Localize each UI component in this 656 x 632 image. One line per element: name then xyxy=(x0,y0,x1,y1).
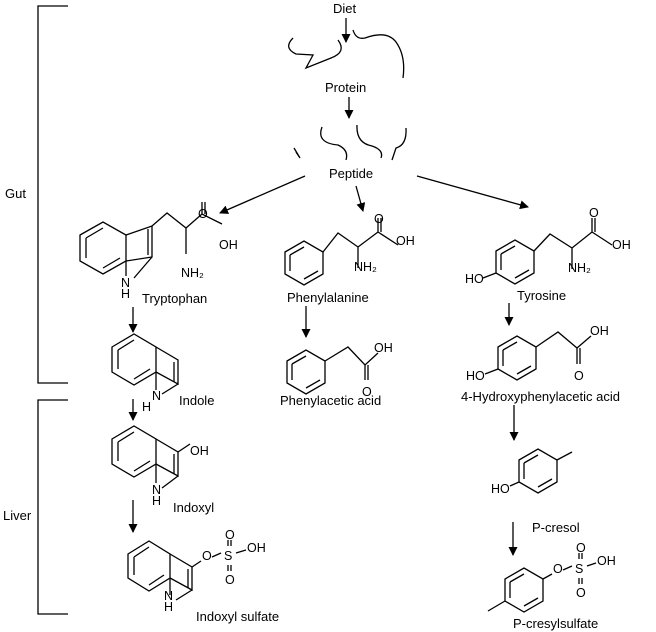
tryptophan-oh: OH xyxy=(219,238,238,252)
liver-bracket: Liver xyxy=(3,399,68,615)
tyrosine-ho: HO xyxy=(465,272,484,286)
indoxyl-sulfate-structure: O S O O OH N H xyxy=(127,528,266,614)
indoxyl-sulfate-n: N xyxy=(164,589,173,603)
tryptophan-structure: O OH NH₂ N H xyxy=(79,202,238,301)
tryptophan-label: Tryptophan xyxy=(142,291,207,306)
indoxyl-oh: OH xyxy=(190,444,209,458)
phenylacetic-oh: OH xyxy=(374,341,393,355)
tyrosine-nh2: NH₂ xyxy=(568,261,591,275)
p-cresylsulfate-o3: O xyxy=(576,586,586,600)
phenylacetic-acid-label: Phenylacetic acid xyxy=(280,393,381,408)
indole-n: N xyxy=(152,389,161,403)
p-cresylsulfate-structure: O S O O OH xyxy=(487,541,616,613)
peptide-to-tyrosine-arrow xyxy=(416,175,529,210)
indole-structure: N H xyxy=(111,333,179,414)
protein-label: Protein xyxy=(325,80,366,95)
phenylacetic-acid-structure: OH O xyxy=(286,341,393,399)
tyrosine-structure: HO O OH NH₂ xyxy=(465,206,631,286)
hydroxyphenylacetic-acid-structure: HO OH O xyxy=(466,324,609,383)
p-cresylsulfate-label: P-cresylsulfate xyxy=(513,616,598,631)
peptide-label: Peptide xyxy=(329,166,373,181)
indole-label: Indole xyxy=(179,393,214,408)
indole-h: H xyxy=(142,400,151,414)
indoxyl-sulfate-label: Indoxyl sulfate xyxy=(196,609,279,624)
hydroxyphenylacetic-o: O xyxy=(574,369,584,383)
indoxyl-label: Indoxyl xyxy=(173,500,214,515)
diet-label: Diet xyxy=(333,1,357,16)
phenylalanine-oh: OH xyxy=(396,234,415,248)
digestion-curves-top xyxy=(288,29,405,79)
phenylalanine-label: Phenylalanine xyxy=(287,290,369,305)
indoxyl-n: N xyxy=(152,483,161,497)
hydroxyphenylacetic-oh: OH xyxy=(590,324,609,338)
p-cresylsulfate-s: S xyxy=(575,562,583,576)
p-cresylsulfate-o2: O xyxy=(576,541,586,555)
tryptophan-nh2: NH₂ xyxy=(181,266,204,280)
indoxyl-sulfate-oh: OH xyxy=(247,541,266,555)
gut-label: Gut xyxy=(5,186,26,201)
tyrosine-label: Tyrosine xyxy=(517,288,566,303)
phenylacetic-o: O xyxy=(362,385,372,399)
gut-bracket: Gut xyxy=(5,5,68,384)
phenylalanine-o: O xyxy=(374,212,384,226)
indoxyl-structure: OH N H xyxy=(111,425,209,508)
tyrosine-oh: OH xyxy=(612,238,631,252)
hydroxyphenylacetic-acid-label: 4-Hydroxyphenylacetic acid xyxy=(461,389,620,404)
p-cresylsulfate-oh: OH xyxy=(597,554,616,568)
tyrosine-o: O xyxy=(589,206,599,220)
indoxyl-sulfate-h: H xyxy=(164,600,173,614)
indoxyl-sulfate-o2: O xyxy=(225,528,235,542)
p-cresol-structure: HO xyxy=(491,448,573,496)
peptide-to-phenylalanine-arrow xyxy=(355,185,366,212)
digestion-curves-mid xyxy=(293,124,407,161)
phenylalanine-structure: O OH NH₂ xyxy=(284,212,415,286)
indoxyl-sulfate-s: S xyxy=(224,549,232,563)
p-cresylsulfate-o1: O xyxy=(553,562,563,576)
tryptophan-h: H xyxy=(121,287,130,301)
indoxyl-sulfate-o3: O xyxy=(225,573,235,587)
peptide-to-tryptophan-arrow xyxy=(219,175,306,214)
hydroxyphenylacetic-ho: HO xyxy=(466,369,485,383)
tryptophan-n: N xyxy=(121,276,130,290)
phenylalanine-nh2: NH₂ xyxy=(354,260,377,274)
p-cresol-ho: HO xyxy=(491,482,510,496)
liver-label: Liver xyxy=(3,508,32,523)
indoxyl-sulfate-o1: O xyxy=(202,549,212,563)
tryptophan-o: O xyxy=(198,207,208,221)
p-cresol-label: P-cresol xyxy=(532,520,580,535)
indoxyl-h: H xyxy=(152,494,161,508)
